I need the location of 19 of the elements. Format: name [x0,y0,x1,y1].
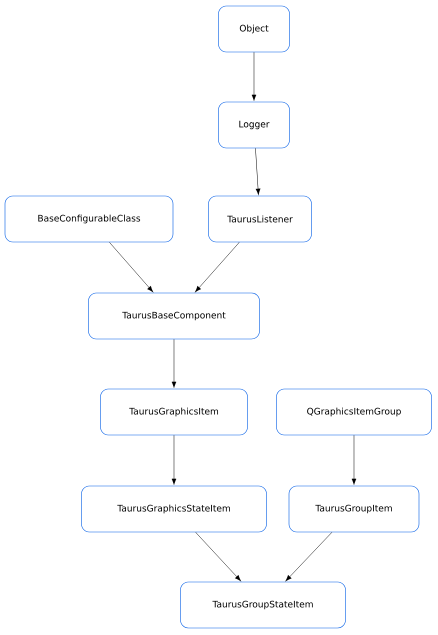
class-box: Logger [218,102,290,148]
arrow [252,52,256,101]
class-box: TaurusListener [208,196,312,242]
class-box: Object [218,6,290,52]
arrow [172,435,176,485]
arrow [286,532,332,582]
class-box: TaurusBaseComponent [88,292,260,340]
arrow [195,242,240,292]
class-box: TaurusGraphicsItem [100,388,248,436]
class-box: TaurusGraphicsStateItem [81,486,267,532]
arrow [195,532,241,582]
arrow [109,242,154,292]
class-box: TaurusGroupItem [288,486,420,532]
class-box: TaurusGroupStateItem [180,582,346,628]
class-box: BaseConfigurableClass [4,196,174,242]
class-box: QGraphicsItemGroup [276,388,432,436]
arrow [352,435,356,485]
arrow [172,339,176,388]
arrow [255,148,260,195]
